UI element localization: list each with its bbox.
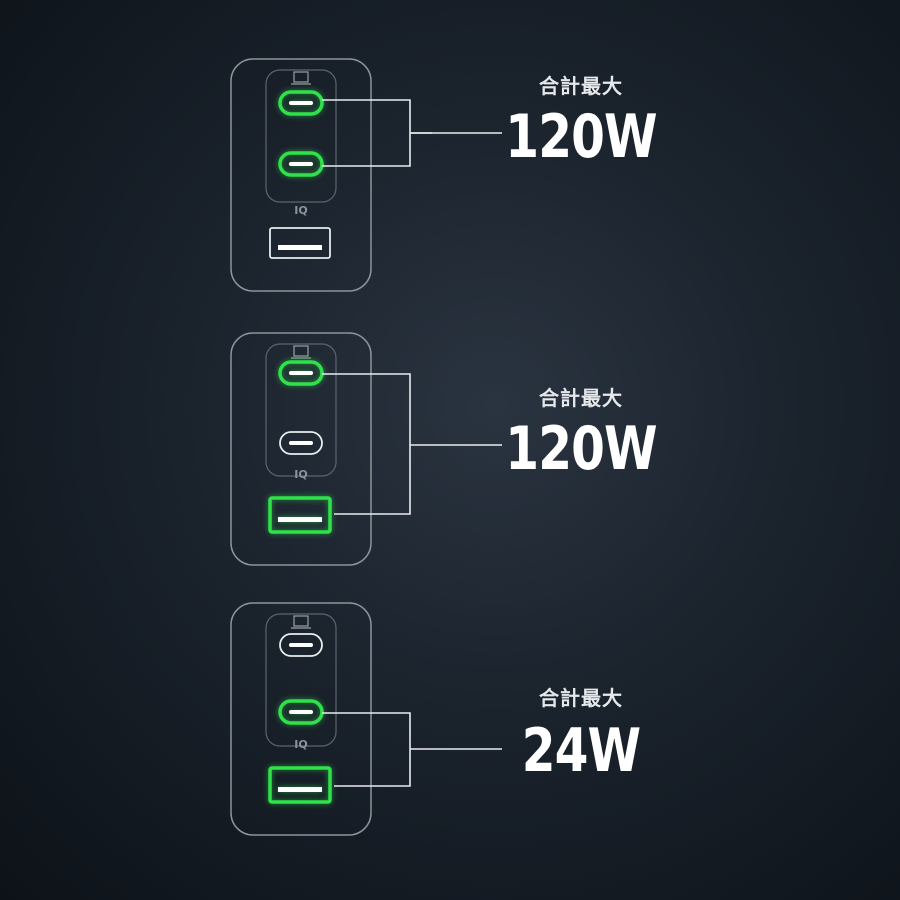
usb-a-port[interactable] — [268, 766, 332, 804]
usb-a-port[interactable] — [268, 226, 332, 260]
charger-body-3: IQ — [230, 602, 372, 836]
bracket-line-2 — [410, 444, 502, 446]
bracket-line-3 — [410, 748, 502, 750]
bracket-connector-2 — [322, 373, 411, 515]
wattage-label-2: 120W — [505, 414, 657, 484]
wattage-label-1: 120W — [505, 102, 657, 172]
laptop-icon — [293, 71, 309, 83]
charger-body-1: IQ — [230, 58, 372, 292]
total-max-label-1: 合計最大 — [539, 74, 623, 98]
bracket-connector-1 — [322, 99, 432, 167]
bracket-connector-3 — [322, 712, 411, 787]
charger-config-2: IQ — [230, 332, 372, 566]
usb-c-port-2[interactable] — [278, 699, 324, 725]
usb-c-port-2[interactable] — [278, 430, 324, 456]
charger-config-1: IQ — [230, 58, 372, 292]
charger-body-2: IQ — [230, 332, 372, 566]
usb-c-port-1[interactable] — [278, 90, 324, 116]
usb-c-port-1[interactable] — [278, 632, 324, 658]
iq-logo: IQ — [294, 738, 307, 751]
usb-c-port-1[interactable] — [278, 360, 324, 386]
total-max-label-3: 合計最大 — [539, 686, 623, 710]
laptop-icon — [293, 615, 309, 627]
total-max-label-2: 合計最大 — [539, 386, 623, 410]
iq-logo: IQ — [294, 204, 307, 217]
bracket-line-1 — [410, 132, 502, 134]
iq-logo: IQ — [294, 468, 307, 481]
usb-a-port[interactable] — [268, 496, 332, 534]
usb-c-port-2[interactable] — [278, 151, 324, 177]
laptop-icon — [293, 345, 309, 357]
charger-config-3: IQ — [230, 602, 372, 836]
wattage-label-3: 24W — [521, 716, 641, 786]
